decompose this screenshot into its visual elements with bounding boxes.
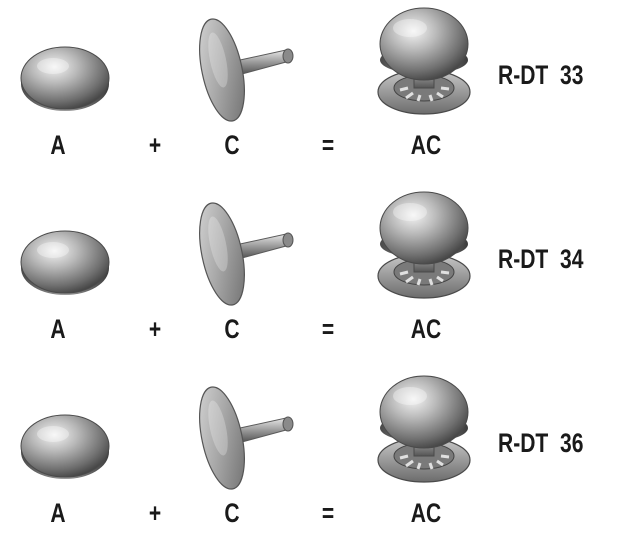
rivet-post-icon bbox=[191, 382, 294, 494]
product-code: R-DT 36 bbox=[498, 428, 584, 458]
plus-sign: + bbox=[148, 314, 162, 344]
result-label: AC bbox=[410, 130, 442, 160]
part-c-label: C bbox=[224, 130, 240, 160]
plus-sign: + bbox=[148, 130, 162, 160]
assembled-rivet-icon bbox=[376, 6, 472, 116]
plus-sign: + bbox=[148, 498, 162, 528]
equals-sign: = bbox=[321, 314, 335, 344]
combination-row: A + C = AC R-DT 36 bbox=[0, 368, 624, 552]
rivet-cap-icon bbox=[20, 46, 110, 112]
part-c-label: C bbox=[224, 498, 240, 528]
part-a-label: A bbox=[50, 498, 66, 528]
combination-row: A + C = AC R-DT 34 bbox=[0, 184, 624, 368]
rivet-cap-icon bbox=[20, 230, 110, 296]
product-code: R-DT 34 bbox=[498, 244, 584, 274]
result-label: AC bbox=[410, 314, 442, 344]
rivet-post-icon bbox=[191, 198, 294, 310]
combination-row: A + C = AC R-DT 33 bbox=[0, 0, 624, 184]
part-a-label: A bbox=[50, 130, 66, 160]
part-a-label: A bbox=[50, 314, 66, 344]
assembled-rivet-icon bbox=[376, 190, 472, 300]
part-c-label: C bbox=[224, 314, 240, 344]
product-code: R-DT 33 bbox=[498, 60, 584, 90]
rivet-post-icon bbox=[191, 14, 294, 126]
equals-sign: = bbox=[321, 130, 335, 160]
rivet-cap-icon bbox=[20, 414, 110, 480]
result-label: AC bbox=[410, 498, 442, 528]
equals-sign: = bbox=[321, 498, 335, 528]
assembled-rivet-icon bbox=[376, 374, 472, 484]
